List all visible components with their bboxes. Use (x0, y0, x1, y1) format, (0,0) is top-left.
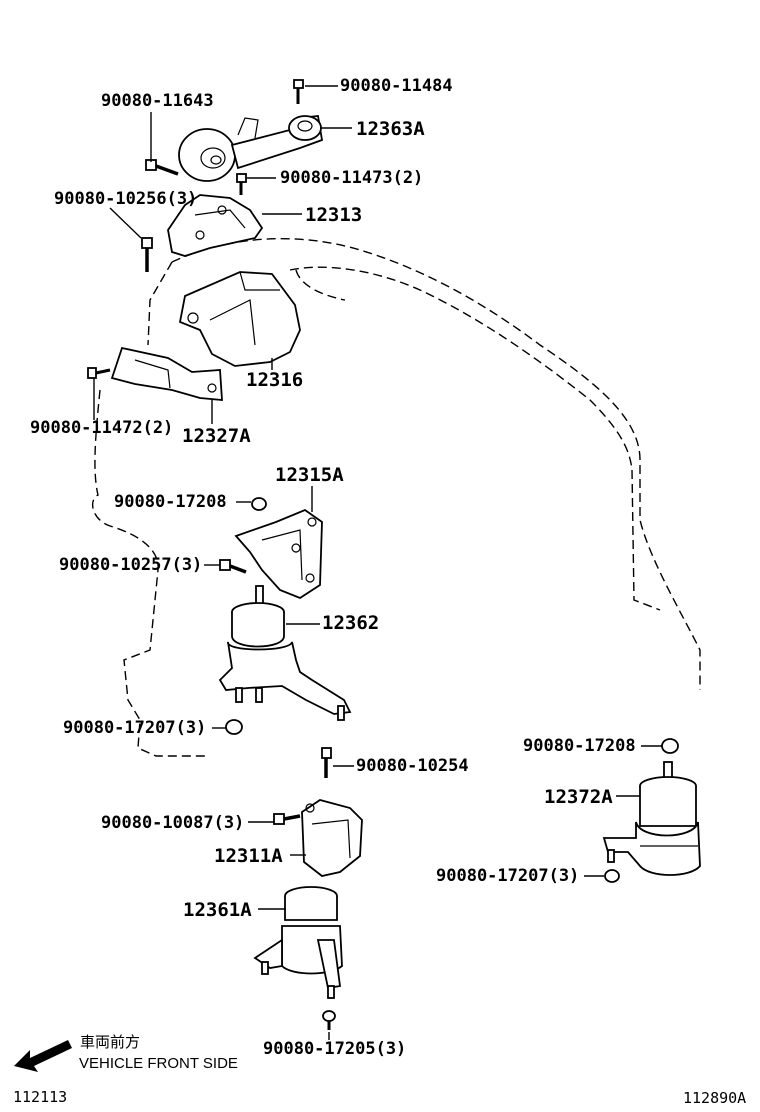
bracket-12311a (301, 799, 363, 877)
label-90080-10256: 90080-10256(3) (54, 189, 197, 209)
bolt-10256 (141, 237, 153, 272)
label-12327a: 12327A (182, 425, 251, 447)
engine-outline (91, 237, 701, 757)
nut-17208-upper (251, 497, 267, 511)
bracket-12315a (234, 508, 323, 600)
vehicle-front-arrow-icon (14, 1040, 72, 1072)
label-12361a: 12361A (183, 899, 252, 921)
mount-12372a (602, 761, 701, 876)
bolt-11643 (145, 159, 179, 176)
label-12363a: 12363A (356, 118, 425, 140)
leader-lines (93, 85, 662, 1040)
label-90080-17207-upper: 90080-17207(3) (63, 718, 206, 738)
label-12311a: 12311A (214, 845, 283, 867)
mount-12362 (218, 585, 352, 721)
torque-rod-12363a (178, 115, 324, 182)
label-90080-17208-right: 90080-17208 (523, 736, 636, 756)
nut-17207-right (604, 869, 620, 883)
bracket-12327a (110, 346, 223, 401)
label-90080-11473: 90080-11473(2) (280, 168, 423, 188)
label-90080-17205: 90080-17205(3) (263, 1039, 406, 1059)
nut-17208-right (661, 738, 679, 754)
bolt-11484 (293, 79, 304, 104)
bracket-12313 (167, 194, 264, 257)
diagram-code-right: 112890A (683, 1089, 746, 1107)
label-90080-17207-right: 90080-17207(3) (436, 866, 579, 886)
label-12362: 12362 (322, 612, 379, 634)
label-12372a: 12372A (544, 786, 613, 808)
label-12313: 12313 (305, 204, 362, 226)
part-labels: 90080-11484 90080-11643 12363A 90080-114… (30, 76, 636, 1059)
label-90080-10087: 90080-10087(3) (101, 813, 244, 833)
mount-12361a (253, 886, 343, 999)
bolt-10254 (321, 747, 332, 778)
nut-17205 (322, 1010, 336, 1030)
label-12316: 12316 (246, 369, 303, 391)
label-90080-17208-upper: 90080-17208 (114, 492, 227, 512)
nut-17207-upper (225, 719, 243, 735)
bolt-10087 (273, 813, 301, 825)
label-90080-11484: 90080-11484 (340, 76, 453, 96)
bolt-11473 (236, 173, 247, 195)
direction-label-en: VEHICLE FRONT SIDE (79, 1055, 238, 1072)
label-90080-10257: 90080-10257(3) (59, 555, 202, 575)
direction-label-jp: 車両前方 (80, 1034, 140, 1051)
label-90080-11472: 90080-11472(2) (30, 418, 173, 438)
bracket-12316 (178, 271, 301, 367)
label-90080-10254: 90080-10254 (356, 756, 469, 776)
bolt-10257 (219, 559, 247, 574)
label-12315a: 12315A (275, 464, 344, 486)
label-90080-11643: 90080-11643 (101, 91, 214, 111)
diagram-code-left: 112113 (13, 1088, 67, 1106)
bolt-11472 (87, 367, 111, 379)
